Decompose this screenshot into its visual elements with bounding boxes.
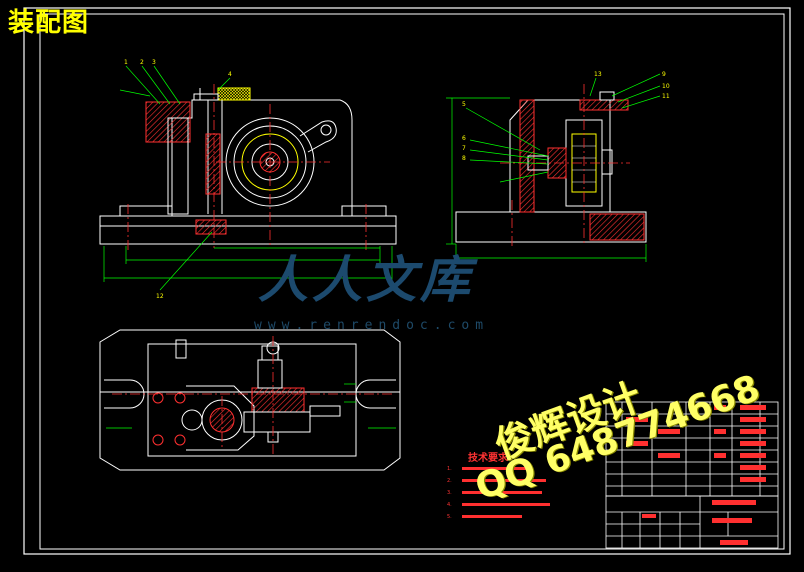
tech-line-4: 4. [447, 502, 452, 508]
watermark-site: www.renrendoc.com [254, 318, 490, 333]
callout-9: 9 [662, 71, 666, 78]
parts-list [605, 401, 779, 497]
callout-4: 4 [228, 71, 232, 78]
callout-3: 3 [152, 59, 156, 66]
callout-10: 10 [662, 83, 670, 90]
tech-line-3: 3. [447, 490, 452, 496]
callout-8: 8 [462, 155, 466, 162]
side-view [446, 73, 661, 262]
front-view [99, 65, 397, 291]
title-block [605, 495, 779, 549]
callout-1: 1 [124, 59, 128, 66]
callout-5: 5 [462, 101, 466, 108]
watermark-logo: 人人文库 [258, 251, 474, 309]
callout-6: 6 [462, 135, 466, 142]
callout-12: 12 [156, 293, 164, 300]
tech-line-5: 5. [447, 514, 452, 520]
top-view [99, 329, 401, 471]
callout-11: 11 [662, 93, 670, 100]
tech-line-1: 1. [447, 466, 452, 472]
callout-2: 2 [140, 59, 144, 66]
callout-7: 7 [462, 145, 466, 152]
callout-numbers: 1 2 3 4 5 6 7 8 9 10 11 12 13 [124, 59, 670, 300]
page-title: 装配图 [8, 8, 90, 38]
tech-line-2: 2. [447, 478, 452, 484]
technical-requirements-heading: 技术要求 [468, 453, 508, 464]
tech-lines-fill [462, 467, 550, 518]
callout-13: 13 [594, 71, 602, 78]
drawing-frame [23, 7, 791, 555]
